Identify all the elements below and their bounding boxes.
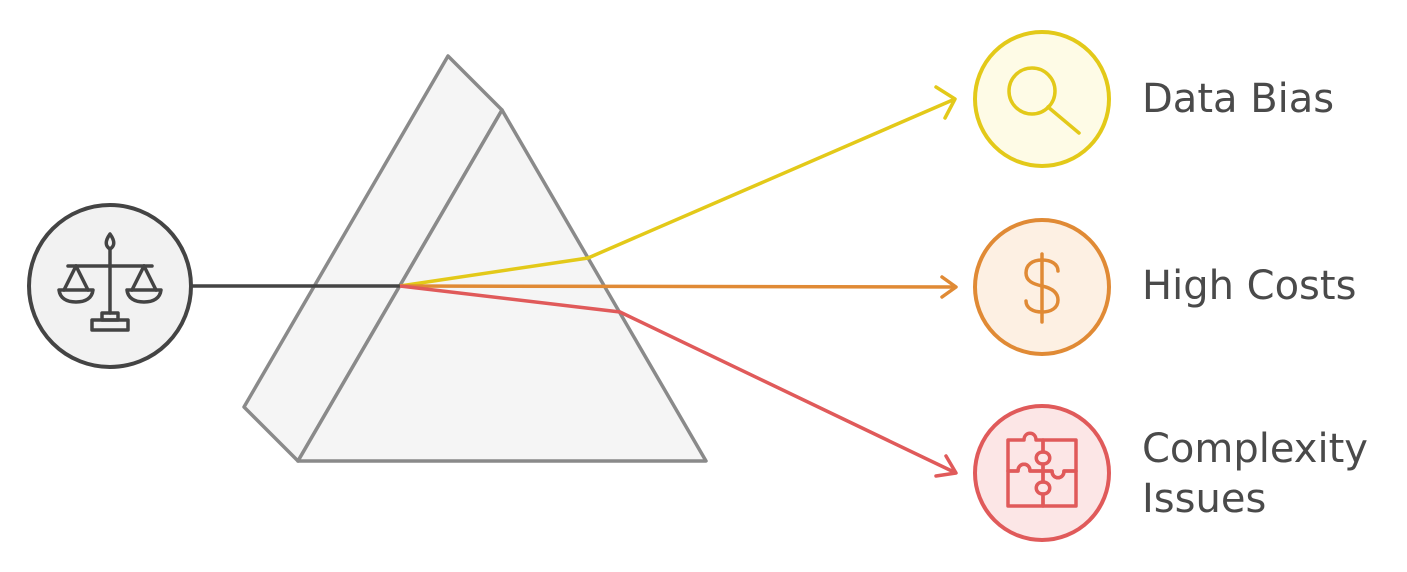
beam-complexity-issues	[399, 284, 957, 475]
label-data-bias: Data Bias	[1142, 74, 1334, 124]
arrowhead-complexity-issues	[934, 454, 958, 478]
label-line: Data Bias	[1142, 76, 1335, 122]
node-high-costs	[973, 218, 1111, 356]
node-data-bias	[973, 30, 1111, 168]
beam-high-costs	[399, 284, 957, 289]
label-line: Issues	[1142, 476, 1267, 522]
balance-scale-icon	[57, 232, 163, 332]
arrowhead-high-costs	[940, 275, 958, 299]
node-complexity-issues	[973, 404, 1111, 542]
label-line: High Costs	[1142, 263, 1357, 309]
magnifier-icon	[1007, 66, 1081, 135]
beam-data-bias	[399, 97, 956, 288]
label-line: Complexity	[1142, 426, 1368, 472]
arrowhead-data-bias	[934, 85, 957, 120]
source-node	[27, 203, 193, 369]
dollar-icon	[1024, 252, 1060, 324]
label-high-costs: High Costs	[1142, 261, 1356, 311]
label-complexity-issues: Complexity Issues	[1142, 424, 1368, 524]
prism	[242, 54, 708, 463]
puzzle-icon	[1006, 431, 1078, 508]
